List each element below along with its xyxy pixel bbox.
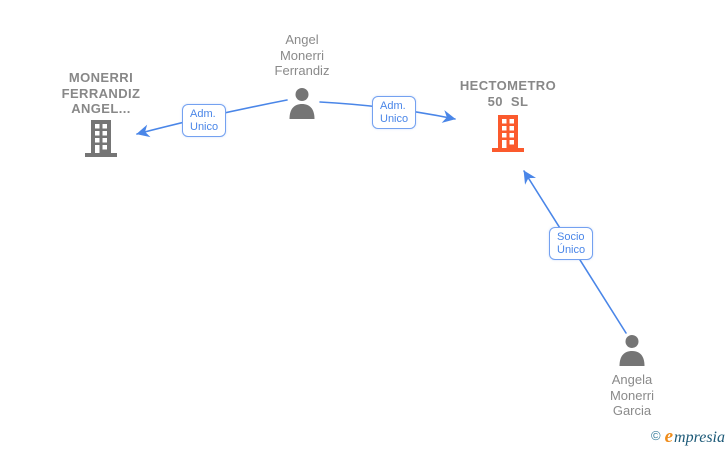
- person-icon: [289, 87, 315, 119]
- edge-label-line: Unico: [380, 112, 409, 125]
- company-name-line: MONERRI: [68, 70, 134, 85]
- node-company-hectometro[interactable]: HECTOMETRO 50 SL: [428, 78, 588, 152]
- company-name-line: 50 SL: [487, 93, 529, 109]
- person-name: Angel Monerri Ferrandiz: [222, 32, 382, 79]
- company-name-line: HECTOMETRO: [459, 78, 557, 93]
- edge-label-line: Adm.: [190, 108, 216, 120]
- edge-label-line: Socio: [557, 231, 585, 243]
- company-name-line: ANGEL...: [71, 101, 131, 116]
- building-icon: [85, 119, 117, 157]
- person-name-line: Garcia: [612, 403, 652, 418]
- empresia-logo-e: e: [664, 426, 674, 447]
- building-icon: [492, 115, 524, 152]
- edge-label-line: Unico: [190, 120, 219, 133]
- person-name-line: Monerri: [279, 47, 325, 63]
- empresia-logo[interactable]: ©empresia: [651, 426, 725, 448]
- edge-label-line: Único: [557, 243, 586, 256]
- company-name: HECTOMETRO 50 SL: [428, 78, 588, 109]
- person-name-line: Monerri: [609, 387, 655, 403]
- empresia-logo-text: mpresia: [674, 429, 725, 446]
- node-company-monerri[interactable]: MONERRI FERRANDIZ ANGEL...: [21, 70, 181, 157]
- company-name: MONERRI FERRANDIZ ANGEL...: [21, 70, 181, 117]
- copyright-icon: ©: [651, 428, 661, 443]
- node-person-angela[interactable]: Angela Monerri Garcia: [552, 334, 712, 419]
- person-name-line: Angela: [611, 372, 653, 387]
- person-icon: [619, 335, 645, 366]
- edge-label-line: Adm.: [380, 100, 406, 112]
- person-name: Angela Monerri Garcia: [552, 372, 712, 419]
- edge-label-adm-unico-left[interactable]: Adm. Unico: [182, 104, 227, 137]
- company-name-line: FERRANDIZ: [61, 85, 141, 101]
- person-name-line: Ferrandiz: [274, 63, 330, 78]
- edge-label-adm-unico-right[interactable]: Adm. Unico: [372, 96, 417, 129]
- edge-label-socio-unico[interactable]: Socio Único: [549, 227, 594, 260]
- person-name-line: Angel: [285, 32, 319, 47]
- node-person-angel[interactable]: Angel Monerri Ferrandiz: [222, 32, 382, 119]
